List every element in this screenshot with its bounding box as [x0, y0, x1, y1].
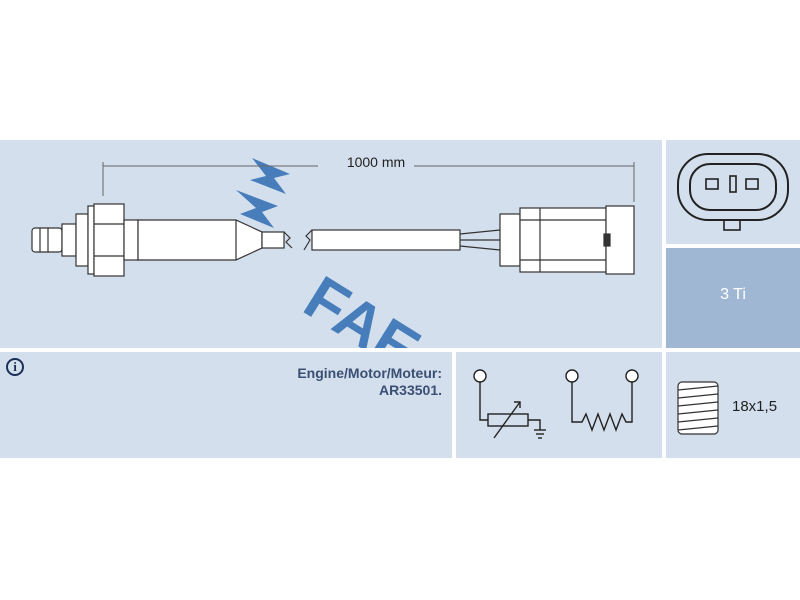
connector-icon [677, 153, 789, 231]
circuit-panel [456, 352, 662, 458]
engine-info-panel: i Engine/Motor/Moteur: AR33501. [0, 352, 452, 458]
fae-watermark-logo: FAE [236, 158, 431, 348]
engine-label: Engine/Motor/Moteur: [297, 365, 442, 381]
sensor-drawing-panel: FAE [0, 140, 662, 348]
sensor-drawing: FAE [31, 158, 635, 348]
sensor-cable [261, 229, 501, 251]
engine-code: AR33501. [378, 382, 442, 398]
connector-panel [666, 140, 800, 244]
heated-sensor-circuit-icon [473, 369, 639, 439]
thread-size-label: 18x1,5 [732, 398, 778, 415]
wire-count-panel: 3 Ti [666, 248, 800, 348]
cable-length-label: 1000 mm [346, 154, 406, 170]
watermark-text: FAE [293, 263, 432, 348]
thread-icon [677, 381, 719, 435]
sensor-body [137, 219, 263, 261]
probe-tip [31, 203, 139, 277]
thread-panel: 18x1,5 [666, 352, 800, 458]
plug-connector [499, 205, 635, 275]
info-icon[interactable]: i [6, 358, 24, 376]
wire-count-label: 3 Ti [720, 286, 746, 303]
length-dimension [102, 162, 635, 202]
